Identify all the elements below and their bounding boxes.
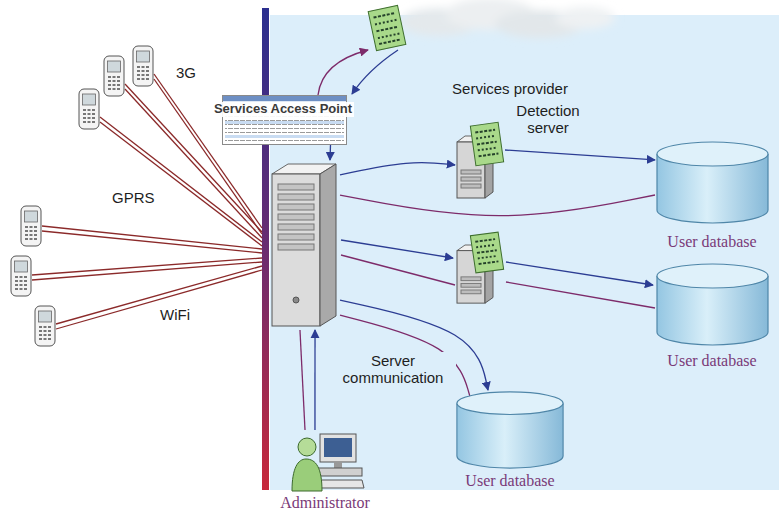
user-database: User database [655, 140, 770, 225]
data-document [368, 5, 406, 50]
connector [300, 330, 305, 430]
user-database-label: User database [465, 472, 554, 490]
user-database: User database [455, 390, 565, 470]
connector [340, 163, 455, 175]
admin-icon [290, 430, 365, 492]
administrator-label: Administrator [280, 494, 370, 512]
upload-arrow [318, 50, 368, 95]
data-line [341, 255, 455, 285]
detection-server: Detection server [455, 120, 505, 200]
cloud [400, 0, 615, 38]
db-icon [655, 262, 770, 347]
tower-icon [268, 160, 340, 330]
user-database-label: User database [667, 233, 756, 251]
dserver-icon [455, 120, 505, 200]
communication-server: Server communication [268, 160, 340, 330]
db-icon [455, 390, 565, 470]
access-point-screen: Services Access Point [222, 95, 347, 145]
connector [505, 150, 655, 160]
data-arrow [341, 240, 453, 258]
network-label: WiFi [160, 306, 190, 323]
detection-server-label: Detection server [502, 102, 594, 137]
db-icon [655, 140, 770, 225]
download-arrow [352, 50, 398, 94]
connector [314, 330, 315, 430]
user-database: User database [655, 262, 770, 347]
communication-server-label: Server communication [331, 352, 456, 387]
administrator: Administrator [290, 430, 365, 492]
provider-region: Services providerServer communication Det… [270, 15, 779, 490]
detection-server-icon [457, 232, 504, 303]
connector [329, 145, 331, 160]
data-line [506, 282, 655, 308]
provider-region-label: Services provider [452, 80, 568, 97]
connector [340, 195, 655, 216]
network-label: GPRS [112, 189, 155, 206]
boundary-bar [262, 8, 269, 490]
access-point-screen-label: Services Access Point [212, 102, 354, 117]
user-database-label: User database [667, 352, 756, 370]
network-label: 3G [176, 64, 196, 81]
provider-region [270, 15, 779, 490]
data-arrow [506, 262, 653, 285]
